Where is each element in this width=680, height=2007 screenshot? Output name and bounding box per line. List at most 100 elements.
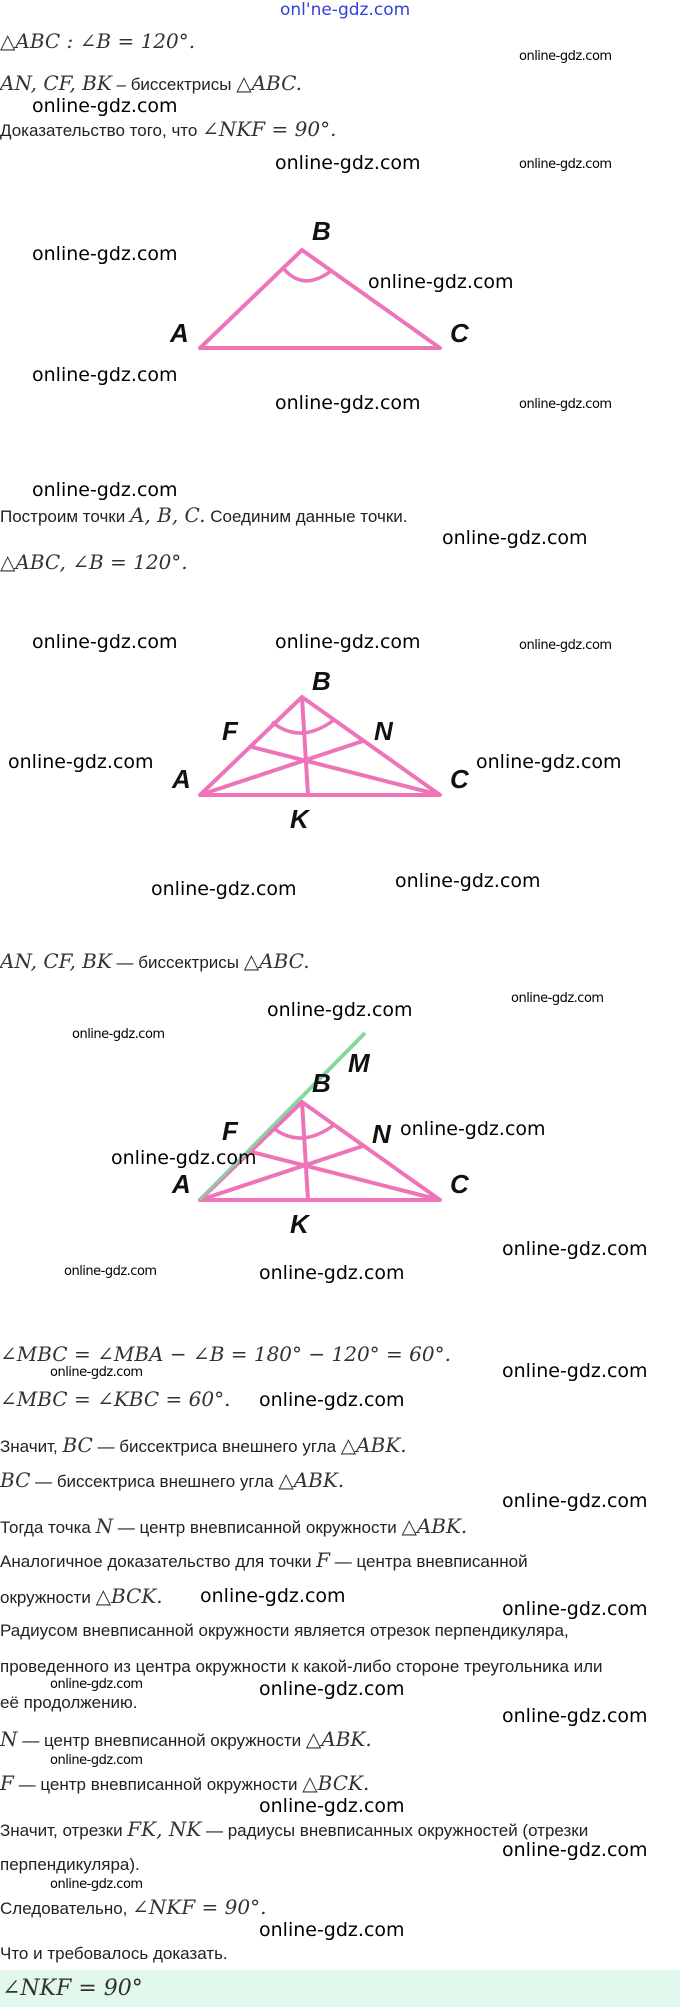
step1-line-2: △ABC, ∠B = 120°. xyxy=(0,551,188,573)
label-a: A xyxy=(171,1169,191,1199)
math: AN, CF, BK xyxy=(0,949,112,973)
watermark: online-gdz.com xyxy=(259,1389,405,1411)
text: — биссектриса внешнего угла xyxy=(92,1437,341,1456)
proof-line: её продолжению. xyxy=(0,1692,137,1714)
label-b: B xyxy=(312,666,331,696)
proof-line: Значит, отрезки FK, NK — радиусы вневпис… xyxy=(0,1818,588,1840)
text: её продолжению. xyxy=(0,1693,138,1712)
bisector-cf xyxy=(251,1150,441,1202)
watermark: online-gdz.com xyxy=(259,1795,405,1817)
watermark: online-gdz.com xyxy=(259,1262,405,1284)
watermark: online-gdz.com xyxy=(32,95,178,117)
label-n: N xyxy=(374,716,394,746)
label-f: F xyxy=(222,1116,239,1146)
watermark: online-gdz.com xyxy=(151,878,297,900)
triangle-abc xyxy=(198,1100,442,1202)
text: Значит, отрезки xyxy=(0,1821,128,1840)
math: FK, NK xyxy=(127,1817,202,1841)
watermark: online-gdz.com xyxy=(72,1027,165,1042)
watermark: online-gdz.com xyxy=(502,1360,648,1382)
math: △ABK. xyxy=(278,1468,345,1492)
watermark: online-gdz.com xyxy=(32,631,178,653)
proof-line: Аналогичное доказательство для точки F —… xyxy=(0,1549,528,1571)
figure-triangle-abc: B A C xyxy=(169,216,470,350)
text: — центра вневписанной xyxy=(330,1552,528,1571)
math: N xyxy=(95,1514,114,1538)
proof-line: BC — биссектриса внешнего угла △ABK. xyxy=(0,1469,344,1491)
text: Значит, xyxy=(0,1437,63,1456)
watermark: online-gdz.com xyxy=(8,751,154,773)
proof-line: Тогда точка N — центр вневписанной окруж… xyxy=(0,1515,467,1537)
watermark: online-gdz.com xyxy=(400,1118,546,1140)
watermark: online-gdz.com xyxy=(502,1238,648,1260)
watermark: online-gdz.com xyxy=(502,1839,648,1861)
text: — радиусы вневписанных окружностей (отре… xyxy=(201,1821,589,1840)
bisector-bk xyxy=(300,696,310,796)
watermark: online-gdz.com xyxy=(259,1678,405,1700)
watermark: online-gdz.com xyxy=(442,527,588,549)
watermark: online-gdz.com xyxy=(519,638,612,653)
figure-bisectors: B A C F N K xyxy=(171,666,470,830)
bisector-bk xyxy=(300,1101,310,1201)
math: F xyxy=(0,1771,14,1795)
bisector-an xyxy=(199,1144,364,1202)
bisector-cf xyxy=(251,745,441,797)
watermark: online-gdz.com xyxy=(502,1598,648,1620)
math: △ABK. xyxy=(340,1433,407,1457)
label-k: K xyxy=(290,804,311,830)
proof-line: ∠MBC = ∠MBA − ∠B = 180° − 120° = 60°. xyxy=(0,1343,451,1365)
watermark: online-gdz.com xyxy=(502,1705,648,1727)
answer-box: ∠NKF = 90° xyxy=(0,1970,680,2007)
text: проведенного из центра окружности к како… xyxy=(0,1657,603,1676)
text: — биссектриса внешнего угла xyxy=(30,1472,279,1491)
watermark: online-gdz.com xyxy=(502,1490,648,1512)
watermark: online-gdz.com xyxy=(50,1677,143,1692)
text: – биссектрисы xyxy=(111,75,237,94)
watermark: online-gdz.com xyxy=(368,271,514,293)
text: Соединим данные точки. xyxy=(205,507,408,526)
step2-line: AN, CF, BK — биссектрисы △ABC. xyxy=(0,950,310,972)
watermark: online-gdz.com xyxy=(50,1877,143,1892)
proof-line: Что и требовалось доказать. xyxy=(0,1943,228,1965)
label-a: A xyxy=(171,764,191,794)
text: Радиусом вневписанной окружности являетс… xyxy=(0,1621,569,1640)
math: ∠MBC = ∠KBC = 60°. xyxy=(0,1387,231,1411)
proof-line: окружности △BCK. xyxy=(0,1585,163,1607)
text: Построим точки xyxy=(0,507,130,526)
watermark: online-gdz.com xyxy=(275,392,421,414)
math: △ABC. xyxy=(236,71,303,95)
watermark: online-gdz.com xyxy=(395,870,541,892)
watermark: online-gdz.com xyxy=(32,243,178,265)
watermark: online-gdz.com xyxy=(267,999,413,1021)
watermark: online-gdz.com xyxy=(519,157,612,172)
math: N xyxy=(0,1727,18,1751)
label-a: A xyxy=(169,318,189,348)
math: BC xyxy=(0,1468,31,1492)
math: △ABC, ∠B = 120°. xyxy=(0,550,188,574)
math: ∠MBC = ∠MBA − ∠B = 180° − 120° = 60°. xyxy=(0,1342,451,1366)
watermark: online-gdz.com xyxy=(259,1919,405,1941)
text: — центр вневписанной окружности xyxy=(17,1731,306,1750)
figure-extension: B M A C F N K xyxy=(171,1031,470,1239)
text: перпендикуляра). xyxy=(0,1855,140,1874)
text: — центр вневписанной окружности xyxy=(13,1775,303,1794)
proof-line: Следовательно, ∠NKF = 90°. xyxy=(0,1896,266,1918)
math: F xyxy=(316,1548,331,1572)
given-triangle: △ABC : ∠B = 120°. xyxy=(0,29,196,53)
math: △ABK. xyxy=(401,1514,468,1538)
math: ∠NKF = 90°. xyxy=(202,117,337,141)
label-c: C xyxy=(450,1169,470,1199)
math: △ABK. xyxy=(305,1727,372,1751)
label-f: F xyxy=(222,716,239,746)
watermark: online-gdz.com xyxy=(476,751,622,773)
label-n: N xyxy=(372,1119,392,1149)
watermark: online-gdz.com xyxy=(64,1264,157,1279)
math: △ABC. xyxy=(243,949,310,973)
watermark: online-gdz.com xyxy=(111,1147,257,1169)
angle-b-arc xyxy=(270,1123,336,1140)
text: окружности xyxy=(0,1588,96,1607)
proof-line: перпендикуляра). xyxy=(0,1854,140,1876)
bisector-an xyxy=(199,739,364,797)
label-m: M xyxy=(348,1048,371,1078)
math: A, B, C. xyxy=(129,503,206,527)
